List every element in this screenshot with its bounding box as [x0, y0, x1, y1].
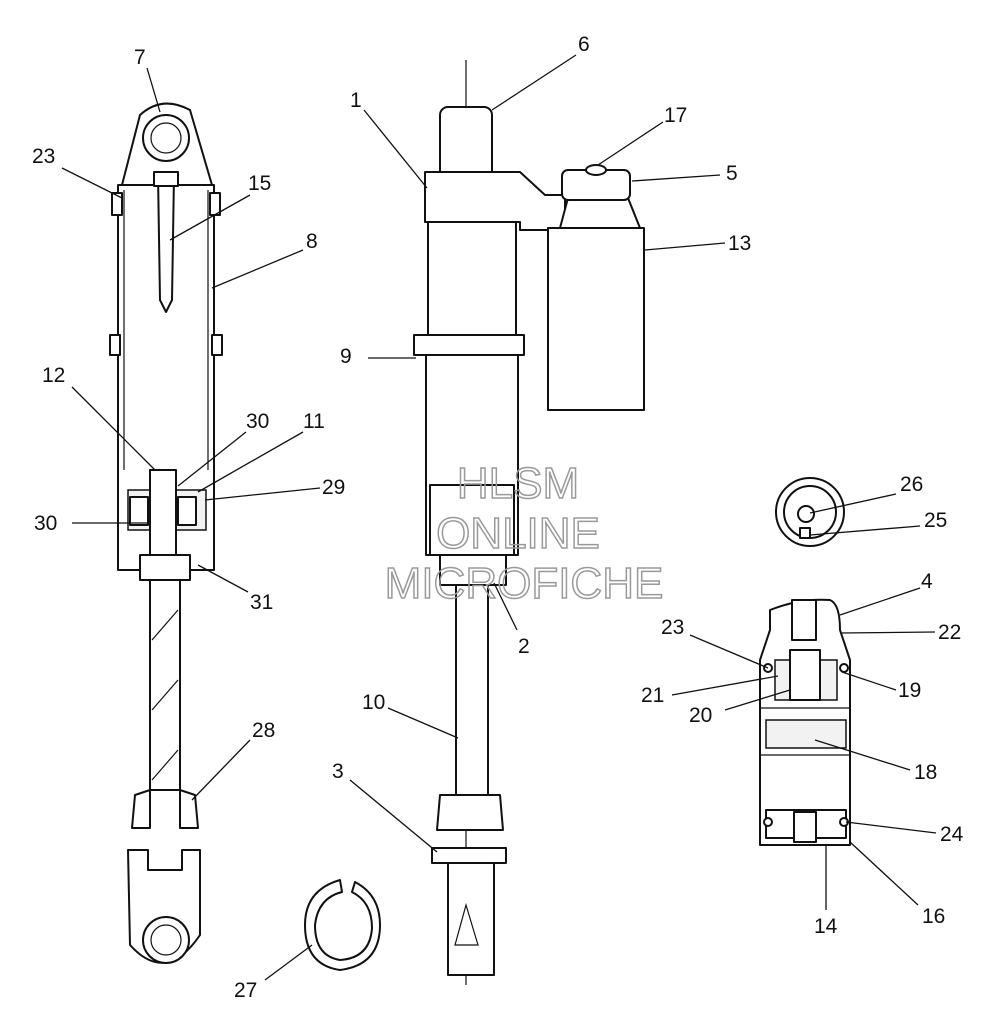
split-ring [304, 879, 381, 971]
reservoir-section-view [759, 598, 851, 846]
callout-29: 29 [322, 476, 345, 499]
callout-31: 31 [250, 591, 273, 614]
callout-10: 10 [362, 691, 385, 714]
callout-30: 30 [246, 410, 269, 433]
callout-3: 3 [332, 760, 344, 783]
callout-26: 26 [900, 473, 923, 496]
callout-22: 22 [938, 621, 961, 644]
callout-9: 9 [340, 345, 352, 368]
callout-25: 25 [924, 509, 947, 532]
callout-12: 12 [42, 364, 65, 387]
callout-6: 6 [578, 33, 590, 56]
callout-8: 8 [306, 230, 318, 253]
watermark-line-2: ONLINE [436, 509, 600, 558]
callout-1: 1 [350, 89, 362, 112]
callout-4: 4 [921, 570, 933, 593]
callout-7: 7 [134, 46, 146, 69]
callout-18: 18 [914, 761, 937, 784]
callout-2: 2 [518, 635, 530, 658]
callout-11: 11 [303, 410, 325, 433]
callout-23-right: 23 [661, 616, 684, 639]
callout-28: 28 [252, 719, 275, 742]
watermark-line-3: MICROFICHE [385, 559, 664, 608]
sectioned-shock-view [109, 102, 223, 964]
callout-5: 5 [726, 162, 738, 185]
callout-23: 23 [32, 145, 55, 168]
callout-20: 20 [689, 704, 712, 727]
callout-14: 14 [814, 915, 838, 938]
watermark: HLSM ONLINE MICROFICHE [384, 458, 664, 609]
callout-24: 24 [940, 823, 964, 846]
adjuster-knob [775, 477, 845, 547]
watermark-line-1: HLSM [457, 459, 579, 508]
callout-13: 13 [728, 232, 751, 255]
callout-21: 21 [641, 684, 664, 707]
callout-27: 27 [234, 979, 257, 1002]
external-shock-view [413, 60, 645, 985]
leader-lines [61, 54, 937, 981]
callout-19: 19 [898, 679, 921, 702]
callout-16: 16 [922, 905, 945, 928]
callout-30-lower: 30 [34, 512, 57, 535]
callout-17: 17 [664, 104, 687, 127]
callouts: 7 23 15 8 12 30 11 29 30 31 28 1 6 17 5 … [32, 33, 964, 1002]
callout-15: 15 [248, 172, 271, 195]
